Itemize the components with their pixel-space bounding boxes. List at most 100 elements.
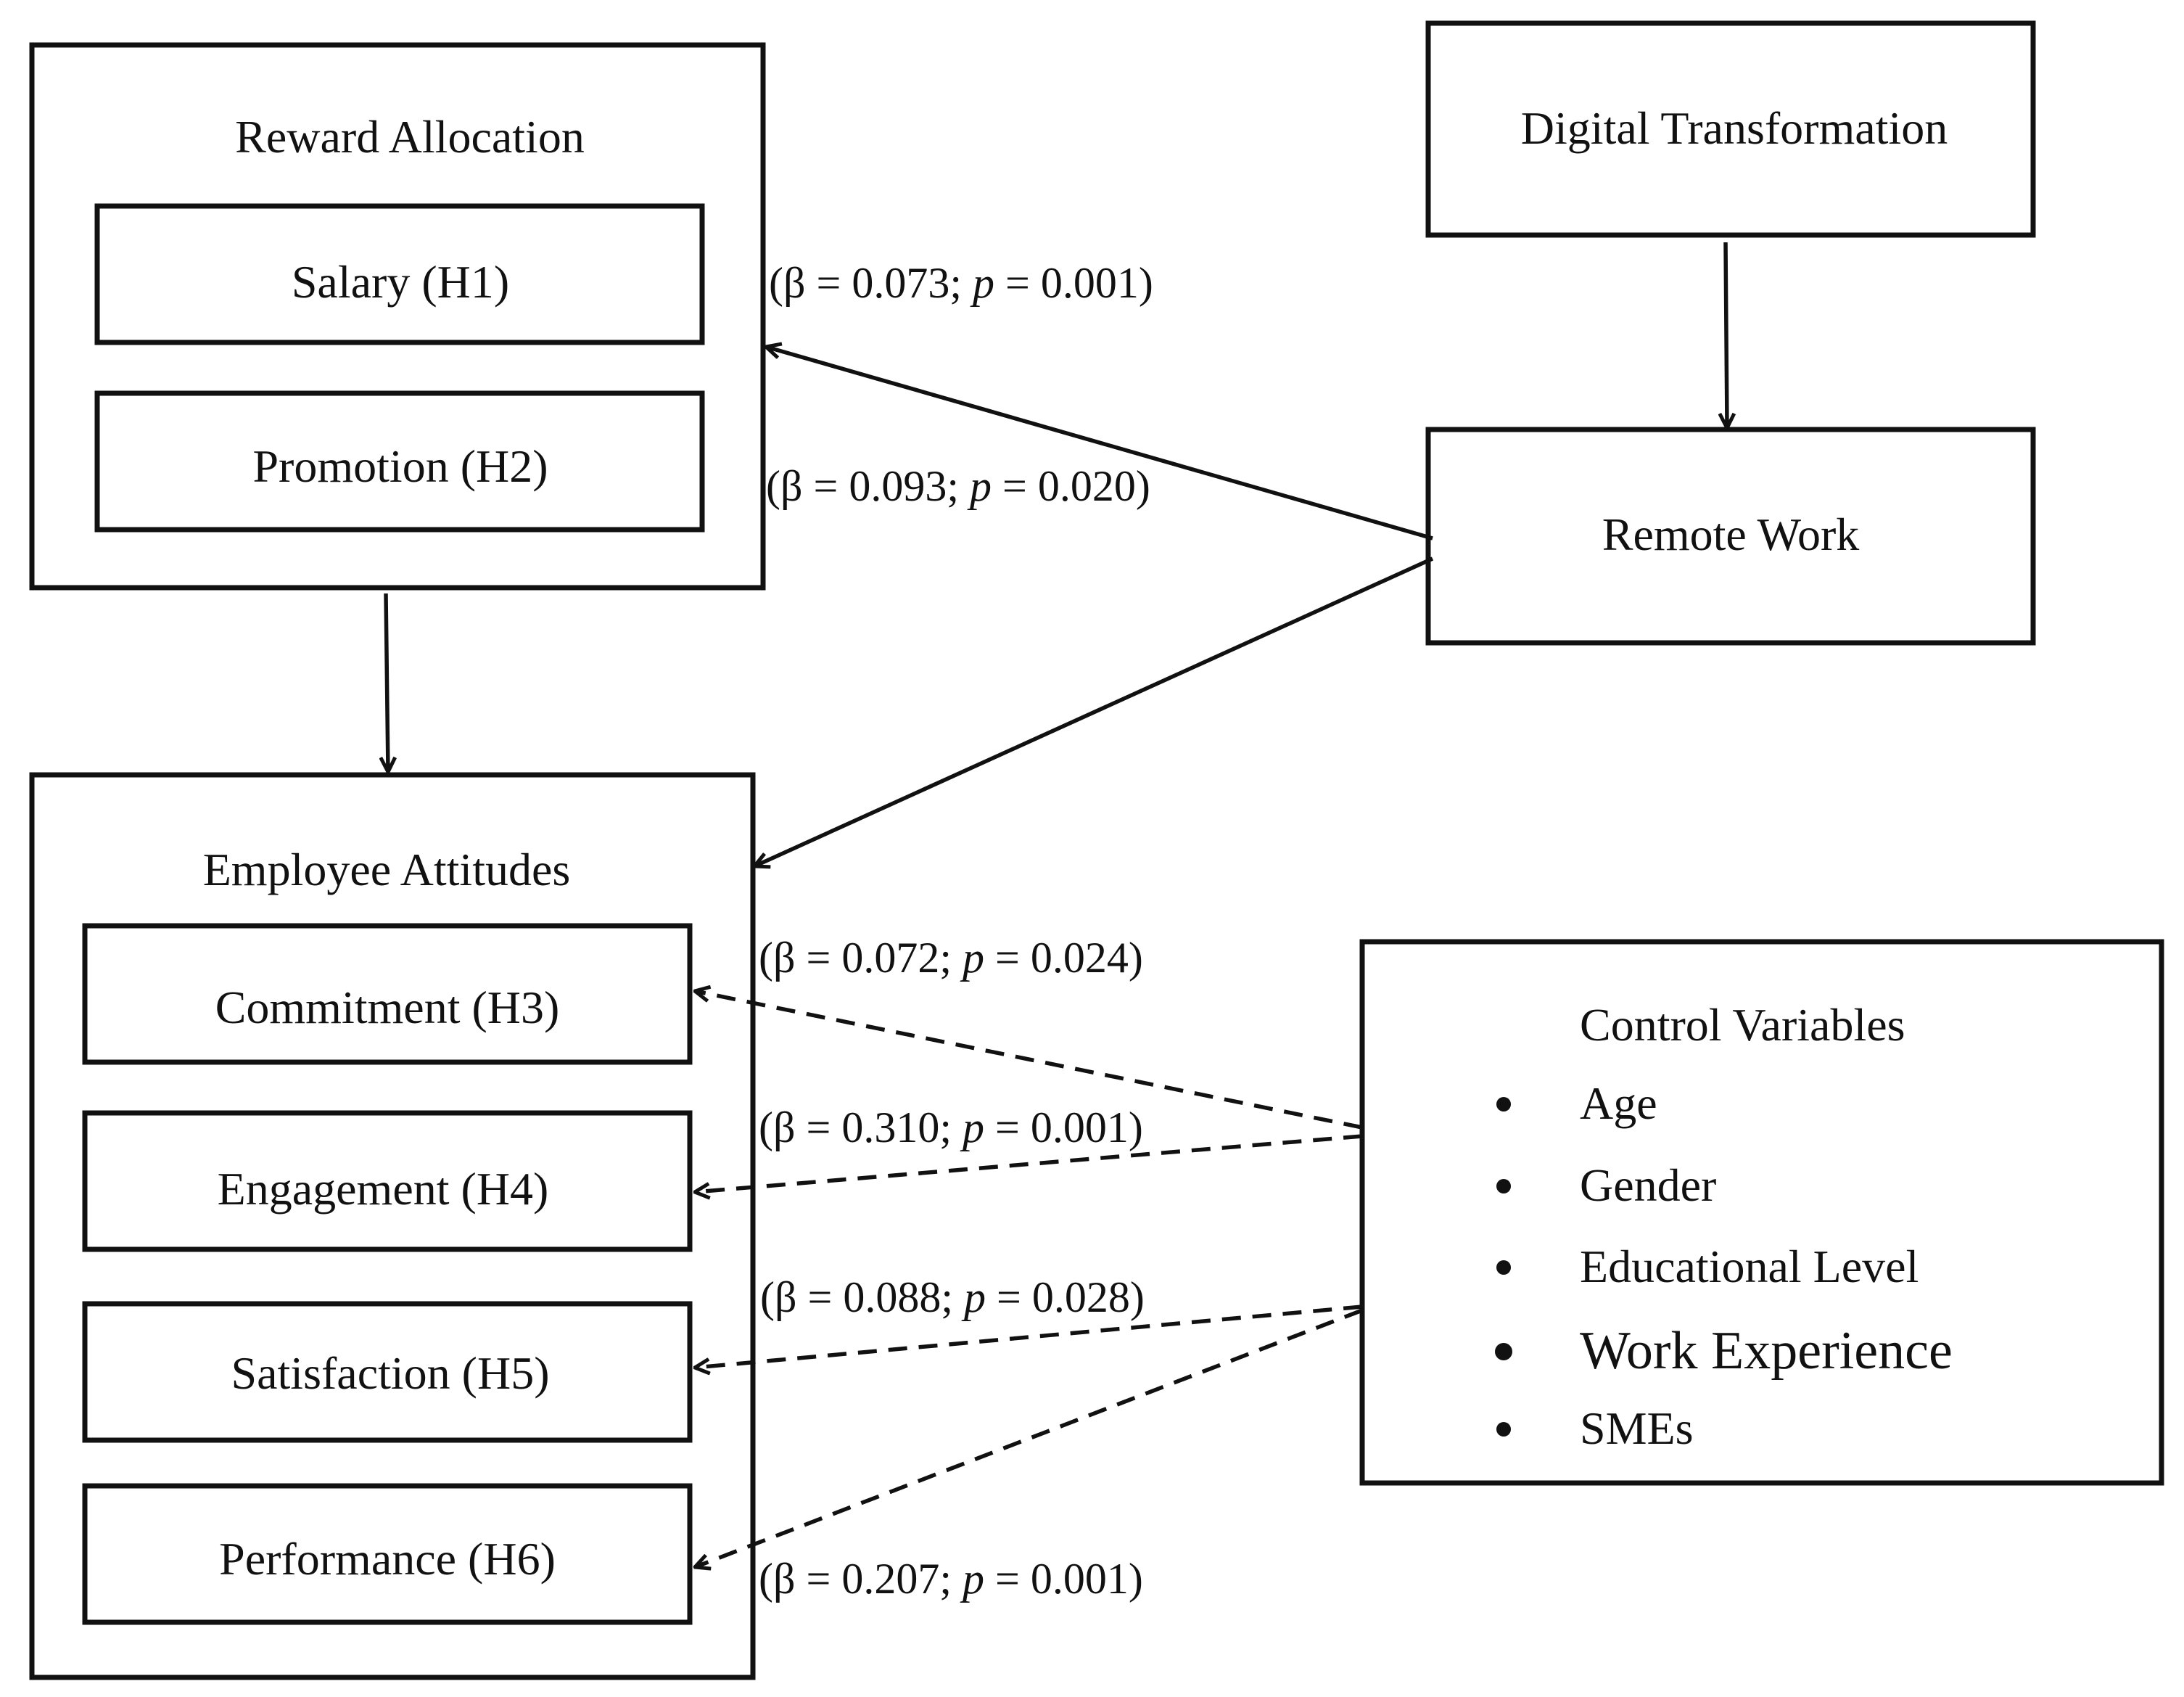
engagement-box [82, 1110, 693, 1252]
beta-value: 0.088 [843, 1273, 941, 1321]
equals: = [797, 1273, 844, 1321]
bullet-smes [1496, 1422, 1511, 1437]
p-symbol: p [970, 259, 994, 307]
salary-box [94, 203, 705, 345]
reward-allocation-box [29, 42, 766, 591]
separator: ; [949, 259, 973, 307]
bullet-work-experience [1495, 1343, 1512, 1360]
arrow-control-to-performance [695, 1308, 1363, 1567]
open-paren: ( [760, 1273, 775, 1321]
equals: = [994, 259, 1041, 307]
open-paren: ( [759, 934, 773, 982]
control-variable-educational-level: Educational Level [1580, 1241, 1919, 1292]
beta-value: 0.310 [841, 1104, 939, 1151]
beta-symbol: β [773, 1104, 796, 1151]
beta-value: 0.073 [852, 259, 949, 307]
open-paren: ( [766, 462, 780, 510]
performance-box [82, 1483, 693, 1625]
beta-symbol: β [775, 1273, 797, 1321]
arrow-control-to-engagement [695, 1134, 1363, 1192]
equals: = [984, 1104, 1031, 1151]
beta-symbol: β [783, 259, 806, 307]
employee-attitudes-title: Employee Attitudes [203, 844, 571, 895]
control-variables-title: Control Variables [1580, 999, 1905, 1051]
control-variables-list: Age Gender Educational Level Work Experi… [1495, 1077, 1953, 1454]
equals: = [986, 1273, 1032, 1321]
stat-control-engagement: (β = 0.310; p = 0.001) [759, 1104, 1143, 1151]
p-value: 0.024 [1031, 934, 1129, 982]
control-variables-box [1359, 939, 2164, 1486]
equals: = [984, 1555, 1031, 1603]
beta-value: 0.093 [849, 462, 947, 510]
digital-transformation-label: Digital Transformation [1521, 102, 1948, 154]
control-variable-smes: SMEs [1580, 1402, 1694, 1454]
stat-remote-reward-bottom: (β = 0.093; p = 0.020) [766, 462, 1150, 510]
close-paren: ) [1129, 1555, 1143, 1603]
open-paren: ( [759, 1555, 773, 1603]
equals: = [796, 1555, 842, 1603]
separator: ; [939, 934, 963, 982]
beta-value: 0.207 [841, 1555, 939, 1603]
arrow-reward-to-attitudes [386, 593, 388, 772]
p-value: 0.001 [1041, 259, 1139, 307]
p-value: 0.001 [1031, 1104, 1129, 1151]
equals: = [806, 259, 852, 307]
stat-control-commitment: (β = 0.072; p = 0.024) [759, 934, 1143, 982]
separator: ; [941, 1273, 964, 1321]
equals: = [992, 462, 1038, 510]
arrow-remote-to-attitudes [754, 556, 1434, 866]
open-paren: ( [759, 1104, 773, 1151]
separator: ; [947, 462, 970, 510]
commitment-label: Commitment (H3) [215, 982, 560, 1033]
control-variable-gender: Gender [1580, 1159, 1716, 1211]
arrow-control-to-commitment [695, 991, 1363, 1130]
close-paren: ) [1129, 934, 1143, 982]
equals: = [803, 462, 849, 510]
beta-value: 0.072 [841, 934, 939, 982]
separator: ; [939, 1104, 963, 1151]
close-paren: ) [1129, 1104, 1143, 1151]
equals: = [796, 934, 842, 982]
beta-symbol: β [780, 462, 803, 510]
satisfaction-box [82, 1301, 693, 1443]
close-paren: ) [1136, 462, 1150, 510]
commitment-box [82, 923, 693, 1065]
arrow-control-to-satisfaction [695, 1304, 1363, 1368]
reward-allocation-title: Reward Allocation [235, 111, 585, 163]
separator: ; [939, 1555, 963, 1603]
stat-control-satisfaction: (β = 0.088; p = 0.028) [760, 1273, 1145, 1321]
arrow-remote-to-reward [766, 347, 1433, 541]
bullet-gender [1496, 1179, 1511, 1193]
p-value: 0.020 [1038, 462, 1136, 510]
close-paren: ) [1130, 1273, 1145, 1321]
equals: = [984, 934, 1031, 982]
control-variable-work-experience: Work Experience [1580, 1321, 1953, 1381]
bullet-age [1496, 1097, 1511, 1112]
promotion-box [94, 390, 705, 533]
engagement-label: Engagement (H4) [218, 1163, 549, 1215]
p-value: 0.001 [1031, 1555, 1129, 1603]
stat-control-performance: (β = 0.207; p = 0.001) [759, 1555, 1143, 1603]
bullet-educational-level [1496, 1260, 1511, 1275]
beta-symbol: β [773, 934, 796, 982]
employee-attitudes-box [29, 772, 756, 1680]
close-paren: ) [1139, 259, 1153, 307]
p-symbol: p [960, 1555, 984, 1603]
remote-work-label: Remote Work [1602, 509, 1860, 560]
p-symbol: p [961, 1273, 986, 1321]
p-value: 0.028 [1032, 1273, 1130, 1321]
salary-label: Salary (H1) [292, 256, 509, 308]
p-symbol: p [960, 1104, 984, 1151]
satisfaction-label: Satisfaction (H5) [231, 1347, 550, 1399]
control-variable-age: Age [1580, 1077, 1657, 1129]
stat-remote-reward-top: (β = 0.073; p = 0.001) [769, 259, 1153, 307]
open-paren: ( [769, 259, 783, 307]
p-symbol: p [967, 462, 992, 510]
beta-symbol: β [773, 1555, 796, 1603]
p-symbol: p [960, 934, 984, 982]
digital-transformation-box [1425, 20, 2036, 238]
promotion-label: Promotion (H2) [252, 440, 548, 492]
performance-label: Performance (H6) [219, 1533, 556, 1585]
arrow-digital-to-remote [1726, 242, 1727, 428]
